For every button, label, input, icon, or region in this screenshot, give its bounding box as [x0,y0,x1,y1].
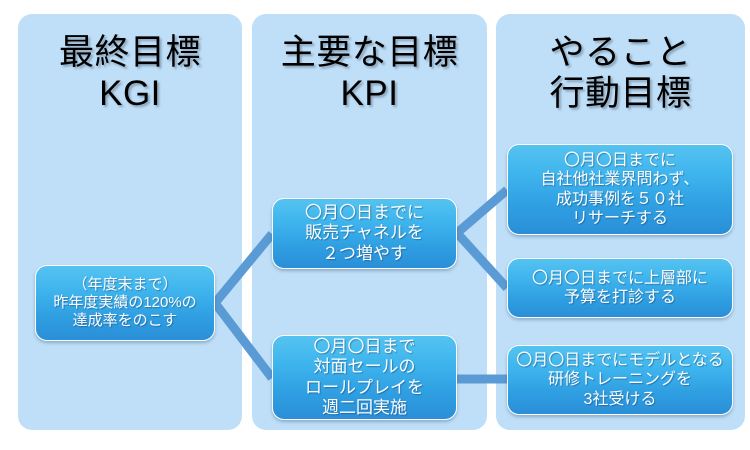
node-action-research[interactable]: 〇月〇日までに 自社他社業界問わず、 成功事例を５０社 リサーチする [507,144,733,235]
column-header-kgi: 最終目標 KGI [58,33,201,114]
node-kgi-goal[interactable]: （年度末まで） 昨年度実績の120%の 達成率をのこす [35,265,215,341]
node-kpi-sales-channel[interactable]: 〇月〇日までに 販売チャネルを ２つ増やす [272,198,457,269]
column-header-action: やること 行動目標 [549,33,692,114]
node-kpi-roleplay[interactable]: 〇月〇日まで 対面セールの ロールプレイを 週二回実施 [272,335,457,420]
column-panel-kgi: 最終目標 KGI [18,14,242,430]
node-action-budget[interactable]: 〇月〇日までに上層部に 予算を打診する [507,258,733,318]
column-header-kpi: 主要な目標 KPI [280,33,459,114]
node-action-training[interactable]: 〇月〇日までにモデルとなる 研修トレーニングを 3社受ける [507,345,733,415]
